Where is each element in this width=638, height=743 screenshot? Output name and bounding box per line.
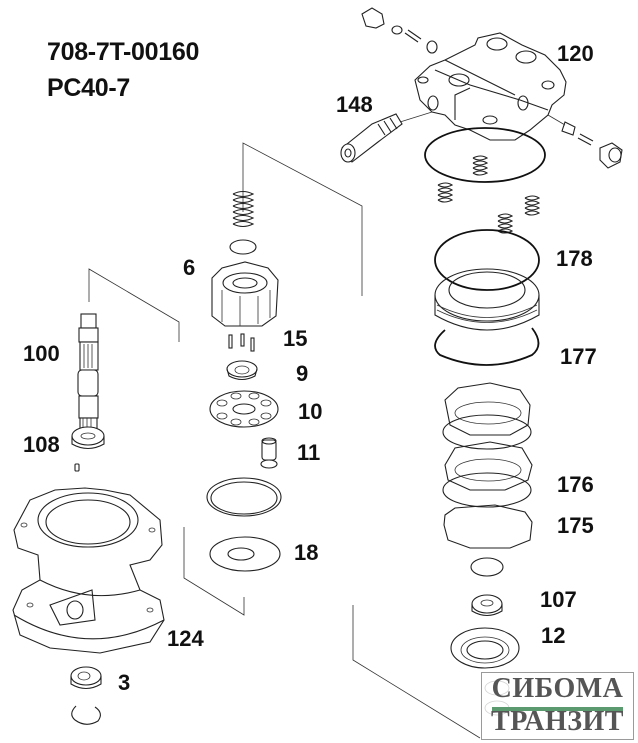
watermark-line-2: ТРАНЗИТ bbox=[491, 706, 624, 737]
watermark-line-1: СИБОМА bbox=[491, 673, 624, 704]
part-176-plates bbox=[442, 382, 533, 508]
leader-lower-center bbox=[183, 527, 245, 616]
callout-11: 11 bbox=[297, 440, 320, 465]
leader-upper-center bbox=[242, 142, 363, 296]
part-6-cylinder-block bbox=[211, 261, 279, 327]
part-9-spherical-bushing bbox=[226, 360, 258, 381]
part-18-thrust-plate bbox=[209, 536, 281, 572]
callout-12: 12 bbox=[541, 623, 565, 648]
callout-107: 107 bbox=[540, 587, 577, 612]
center-seal-ring bbox=[206, 477, 282, 517]
center-washer bbox=[229, 239, 257, 255]
callout-9: 9 bbox=[296, 361, 308, 386]
part-120-valve-block bbox=[414, 32, 567, 141]
model-heading: PC40-7 bbox=[47, 74, 130, 102]
part-178-oring bbox=[434, 229, 540, 291]
part-177-oring bbox=[434, 327, 540, 366]
watermark-logo: СИБОМА ТРАНЗИТ bbox=[481, 672, 634, 740]
callout-10: 10 bbox=[298, 399, 322, 424]
callout-3: 3 bbox=[118, 670, 130, 695]
brake-piston bbox=[434, 268, 540, 331]
part-100-shaft bbox=[77, 313, 99, 431]
part-124-housing bbox=[12, 487, 165, 654]
leader-shaft bbox=[88, 268, 180, 342]
callout-18: 18 bbox=[294, 540, 318, 565]
snap-ring-left bbox=[71, 705, 101, 725]
part-10-retainer-plate bbox=[209, 390, 279, 428]
part-15-pins bbox=[228, 333, 255, 352]
part-107-bearing bbox=[471, 594, 503, 617]
watermark-accent-bar bbox=[492, 707, 623, 711]
assembly-leader-lines bbox=[88, 142, 481, 739]
callout-6: 6 bbox=[183, 255, 195, 280]
part-175-plate bbox=[443, 504, 533, 549]
callout-100: 100 bbox=[23, 341, 60, 366]
part-12-valve-plate bbox=[450, 627, 520, 669]
part-11-plug bbox=[260, 437, 278, 469]
part-108-bearing bbox=[71, 426, 105, 450]
leader-lower-right bbox=[352, 605, 481, 739]
callout-124: 124 bbox=[167, 626, 204, 651]
callout-148: 148 bbox=[336, 92, 373, 117]
part-148-relief-valve bbox=[340, 113, 403, 163]
callout-labels: 120 148 6 15 9 10 11 18 100 108 124 3 17… bbox=[23, 41, 597, 695]
callout-120: 120 bbox=[557, 41, 594, 66]
springs-upper-right bbox=[437, 155, 541, 234]
callout-15: 15 bbox=[283, 326, 307, 351]
callout-178: 178 bbox=[556, 246, 593, 271]
snap-ring-right bbox=[470, 557, 504, 577]
small-pin bbox=[74, 463, 80, 472]
part-3-pinion bbox=[70, 666, 102, 690]
callout-176: 176 bbox=[557, 472, 594, 497]
part-number-heading: 708-7T-00160 bbox=[47, 38, 200, 66]
part-120-oring bbox=[424, 127, 546, 183]
callout-177: 177 bbox=[560, 344, 597, 369]
callout-108: 108 bbox=[23, 432, 60, 457]
part-120-fittings bbox=[361, 7, 623, 169]
center-spring bbox=[232, 190, 255, 228]
callout-175: 175 bbox=[557, 513, 594, 538]
